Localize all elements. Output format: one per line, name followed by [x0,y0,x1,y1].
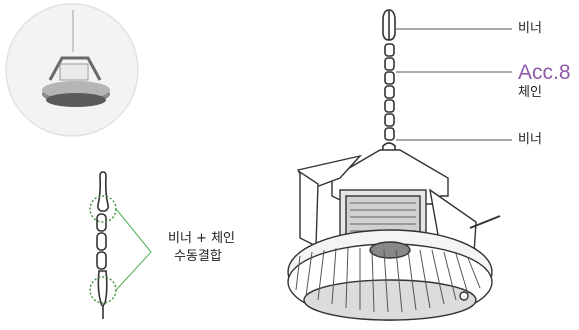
label-bottom-carabiner: 비너 [518,132,542,147]
label-accessory-number: Acc.8 [518,61,571,84]
thumbnail-photo [5,3,139,137]
label-chain: 체인 [518,85,542,100]
label-combo-line1: 비너 + 체인 [168,231,235,246]
dotted-circle-lower [89,276,117,304]
dotted-circle-upper [89,195,117,223]
light-fixture [287,149,501,321]
main-chain [382,9,396,172]
carabiner-chain-detail [96,171,109,319]
heatsink-fins [295,247,481,313]
label-top-carabiner: 비너 [518,21,542,36]
combo-leader-line [116,209,152,290]
label-combo-line2: 수동결합 [174,249,222,264]
